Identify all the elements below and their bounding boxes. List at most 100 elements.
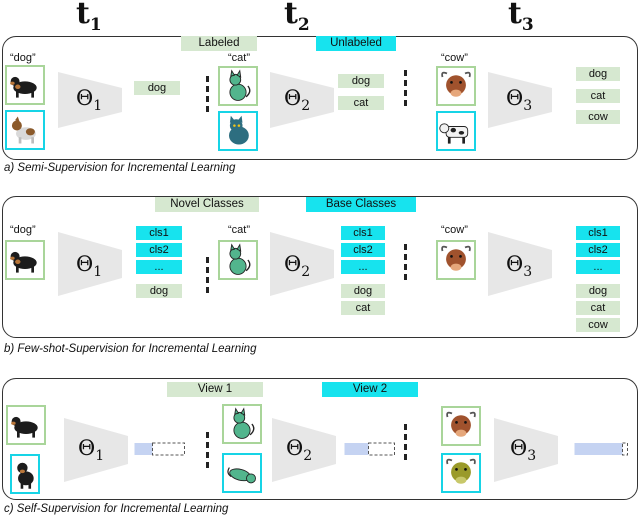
time-step-2-base: t	[284, 0, 298, 31]
base-class-b-2-0: cls1	[341, 226, 385, 240]
quote-dog: “dog”	[10, 52, 36, 64]
cow-view-2-image	[441, 453, 481, 493]
base-class-b-1-0: cls1	[136, 226, 182, 240]
encoder-a-3	[488, 72, 552, 128]
theta-sub: 1	[93, 264, 103, 281]
base-class-b-2-2: ...	[341, 260, 385, 274]
output-a-2-1: cat	[338, 96, 384, 110]
time-step-2: t2	[284, 0, 310, 35]
time-step-1-sub: 1	[89, 15, 102, 35]
caption-b: b) Few-shot-Supervision for Incremental …	[4, 343, 257, 355]
cow-icon	[441, 245, 471, 271]
cow-view-1-image	[441, 406, 481, 446]
theta-sub: 3	[527, 448, 537, 465]
theta-symbol: Θ	[506, 86, 524, 110]
theta-c-3: Θ3	[510, 436, 536, 464]
quote-cat: “cat”	[228, 52, 250, 64]
time-step-1-base: t	[76, 0, 90, 31]
legend-unlabeled: Unlabeled	[316, 36, 396, 51]
time-step-1: t1	[76, 0, 102, 35]
cat-icon	[229, 243, 251, 275]
cow-image	[436, 240, 476, 280]
cow-icon	[446, 411, 476, 437]
quote-cow: “cow”	[441, 224, 468, 236]
output-a-2-0: dog	[338, 74, 384, 88]
encoder-b-2	[270, 232, 334, 296]
dog-unlabeled-image	[5, 110, 45, 150]
encoder-b-3	[488, 232, 552, 296]
embedding-c-3	[574, 442, 628, 456]
legend-labeled: Labeled	[181, 36, 257, 51]
theta-sub: 2	[301, 98, 311, 115]
time-step-3-base: t	[508, 0, 522, 31]
output-b-3-2: cow	[576, 318, 620, 332]
encoder-c-3	[494, 418, 558, 482]
legend-novel-classes: Novel Classes	[155, 197, 259, 212]
encoder-b-1	[58, 232, 122, 296]
theta-symbol: Θ	[510, 436, 528, 460]
time-step-3-sub: 3	[521, 15, 534, 35]
dog-icon	[17, 462, 34, 489]
dog-icon	[10, 76, 37, 98]
quote-dog: “dog”	[10, 224, 36, 236]
encoder-c-1	[64, 418, 128, 482]
theta-b-1: Θ1	[76, 252, 102, 280]
cat-image	[218, 240, 258, 280]
cat-icon	[229, 69, 251, 101]
theta-sub: 1	[93, 98, 103, 115]
cat-view-2-image	[222, 453, 262, 493]
theta-c-1: Θ1	[78, 436, 104, 464]
legend-view-1: View 1	[167, 382, 263, 397]
cat-unlabeled-image	[218, 111, 258, 151]
time-divider	[206, 432, 209, 468]
cat-image	[218, 66, 258, 106]
dog-icon	[11, 416, 38, 438]
output-b-1-0: dog	[136, 284, 182, 298]
dog-icon	[11, 116, 36, 144]
dog-image	[5, 65, 45, 105]
caption-c: c) Self-Supervision for Incremental Lear…	[4, 503, 229, 515]
quote-cow: “cow”	[441, 52, 468, 64]
theta-sub: 3	[523, 264, 533, 281]
theta-symbol: Θ	[506, 252, 524, 276]
base-class-b-1-2: ...	[136, 260, 182, 274]
base-class-b-3-1: cls2	[576, 243, 620, 257]
theta-symbol: Θ	[284, 252, 302, 276]
theta-c-2: Θ2	[286, 436, 312, 464]
output-a-3-2: cow	[576, 110, 620, 124]
output-b-2-0: dog	[341, 284, 385, 298]
output-b-3-0: dog	[576, 284, 620, 298]
theta-symbol: Θ	[76, 86, 94, 110]
encoder-a-1	[58, 72, 122, 128]
encoder-a-2	[270, 72, 334, 128]
cat-icon	[227, 467, 256, 484]
encoder-c-2	[272, 418, 336, 482]
embedding-c-1	[134, 442, 185, 456]
cow-icon	[446, 458, 476, 484]
time-divider	[404, 244, 407, 280]
dog-icon	[10, 251, 37, 273]
theta-symbol: Θ	[284, 86, 302, 110]
theta-sub: 2	[303, 448, 313, 465]
base-class-b-1-1: cls2	[136, 243, 182, 257]
cow-icon	[439, 123, 469, 144]
output-a-1-0: dog	[134, 81, 180, 95]
time-step-3: t3	[508, 0, 534, 35]
cat-icon	[229, 115, 249, 145]
output-b-3-1: cat	[576, 301, 620, 315]
output-a-3-1: cat	[576, 89, 620, 103]
cat-icon	[233, 407, 255, 439]
theta-a-1: Θ1	[76, 86, 102, 114]
theta-a-2: Θ2	[284, 86, 310, 114]
time-divider	[206, 76, 209, 112]
output-b-2-1: cat	[341, 301, 385, 315]
caption-a: a) Semi-Supervision for Incremental Lear…	[4, 162, 236, 174]
legend-base-classes: Base Classes	[306, 197, 416, 212]
cat-view-1-image	[222, 404, 262, 444]
theta-sub: 1	[95, 448, 105, 465]
base-class-b-2-1: cls2	[341, 243, 385, 257]
dog-view-2-image	[10, 454, 40, 494]
theta-b-3: Θ3	[506, 252, 532, 280]
time-step-2-sub: 2	[297, 15, 310, 35]
cow-icon	[441, 71, 471, 97]
